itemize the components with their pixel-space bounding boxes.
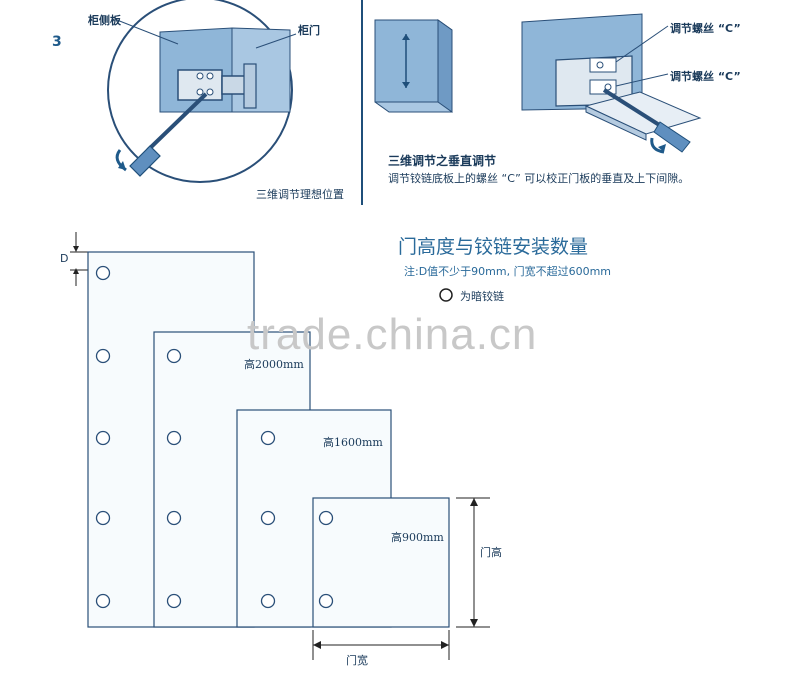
legend-hinge-icon [439,288,453,302]
hinge-count-title: 门高度与铰链安装数量 [398,236,589,258]
cabinet-side-label: 柜侧板 [88,14,121,27]
door-width-dimension-label: 门宽 [346,654,368,667]
legend-text: 为暗铰链 [460,290,504,303]
vertical-adjust-description: 调节铰链底板上的螺丝 “C” 可以校正门板的垂直及上下间隙。 [388,172,690,185]
step-number: 3 [52,34,62,50]
hinge-circles [95,265,334,609]
door-height-dimension-label: 门高 [480,546,502,559]
screw-c-top-label: 调节螺丝 “C” [670,22,741,35]
vertical-adjust-title: 三维调节之垂直调节 [388,154,497,168]
screw-c-bottom-label: 调节螺丝 “C” [670,70,741,83]
door-height-2000-label: 高2000mm [244,358,304,371]
cabinet-door-label: 柜门 [298,24,320,37]
door-height-1600-label: 高1600mm [323,436,383,449]
d-dimension-label: D [60,252,69,265]
door-height-900-label: 高900mm [391,531,444,544]
watermark-text: trade.china.cn [247,310,538,359]
ideal-position-caption: 三维调节理想位置 [256,188,344,201]
hinge-note: 注:D值不少于90mm, 门宽不超过600mm [404,265,612,278]
door-panel-900 [312,497,450,628]
